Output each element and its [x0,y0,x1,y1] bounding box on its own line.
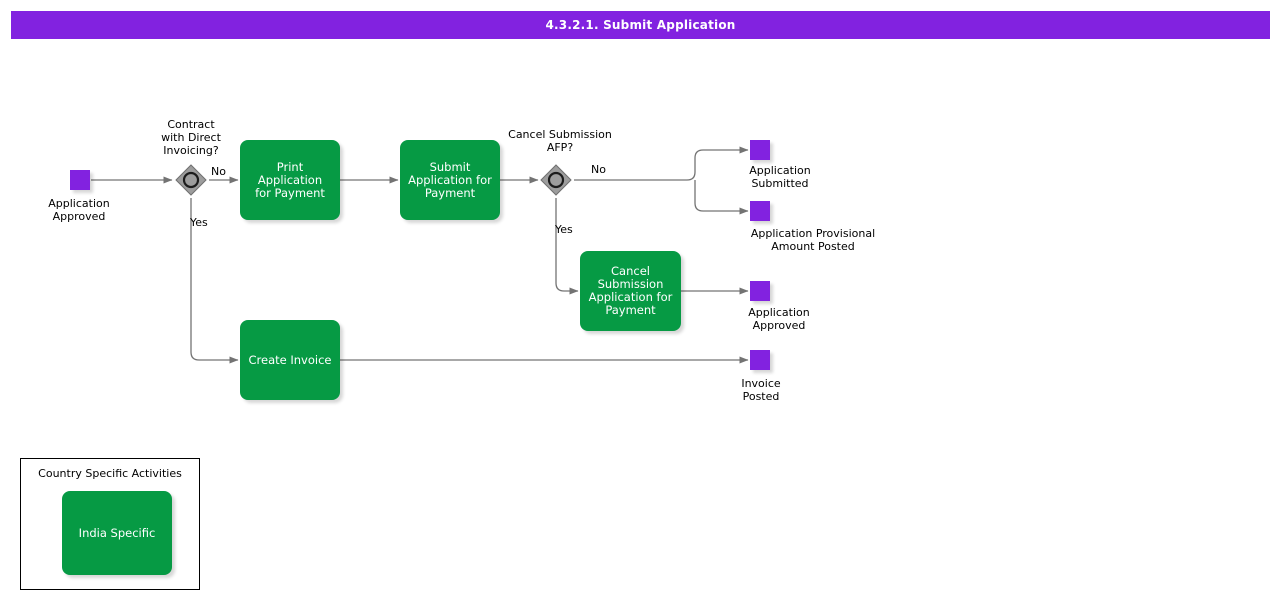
gateway-cancel-submission[interactable] [540,164,572,196]
legend-title: Country Specific Activities [38,467,182,480]
flow-label-gateway2-yes: Yes [555,223,573,236]
task-print-application-for-payment[interactable]: Print Application for Payment [240,140,340,220]
end-event-invoice-posted-label: Invoice Posted [741,377,781,403]
start-event-icon [70,170,90,190]
flow-gateway2-yes-to-cancel [555,198,579,295]
end-event-application-approved-label: Application Approved [748,306,810,332]
event-based-gateway-icon [175,164,207,196]
gateway-cancel-submission-label: Cancel Submission AFP? [508,128,612,154]
start-event-application-approved-label: Application Approved [48,197,110,223]
legend-country-specific-activities: Country Specific Activities India Specif… [20,458,200,590]
end-event-application-submitted[interactable] [750,140,770,160]
end-event-icon [750,140,770,160]
legend-item-india-specific[interactable]: India Specific [62,491,172,575]
legend-item-india-specific-label: India Specific [78,525,156,540]
task-create-invoice[interactable]: Create Invoice [240,320,340,400]
task-print-application-label: Print Application for Payment [255,159,325,200]
task-submit-application-for-payment[interactable]: Submit Application for Payment [400,140,500,220]
task-cancel-submission-application-for-payment[interactable]: Cancel Submission Application for Paymen… [580,251,681,331]
start-event-application-approved[interactable] [70,170,90,190]
page-title: 4.3.2.1. Submit Application [545,18,736,32]
end-event-application-approved[interactable] [750,281,770,301]
flow-label-gateway2-no: No [591,163,606,176]
end-event-invoice-posted[interactable] [750,350,770,370]
gateway-direct-invoicing[interactable] [175,164,207,196]
end-event-icon [750,201,770,221]
task-submit-application-label: Submit Application for Payment [408,159,492,200]
flow-label-gateway1-no: No [211,165,226,178]
page-title-bar: 4.3.2.1. Submit Application [11,11,1270,39]
end-event-icon [750,350,770,370]
end-event-provisional-amount-posted-label: Application Provisional Amount Posted [750,227,876,253]
end-event-provisional-amount-posted[interactable] [750,201,770,221]
flow-label-gateway1-yes: Yes [190,216,208,229]
gateway-direct-invoicing-label: Contract with Direct Invoicing? [161,118,221,157]
event-based-gateway-icon [540,164,572,196]
task-create-invoice-label: Create Invoice [248,352,332,367]
end-event-icon [750,281,770,301]
end-event-application-submitted-label: Application Submitted [749,164,811,190]
task-cancel-submission-label: Cancel Submission Application for Paymen… [588,264,673,317]
